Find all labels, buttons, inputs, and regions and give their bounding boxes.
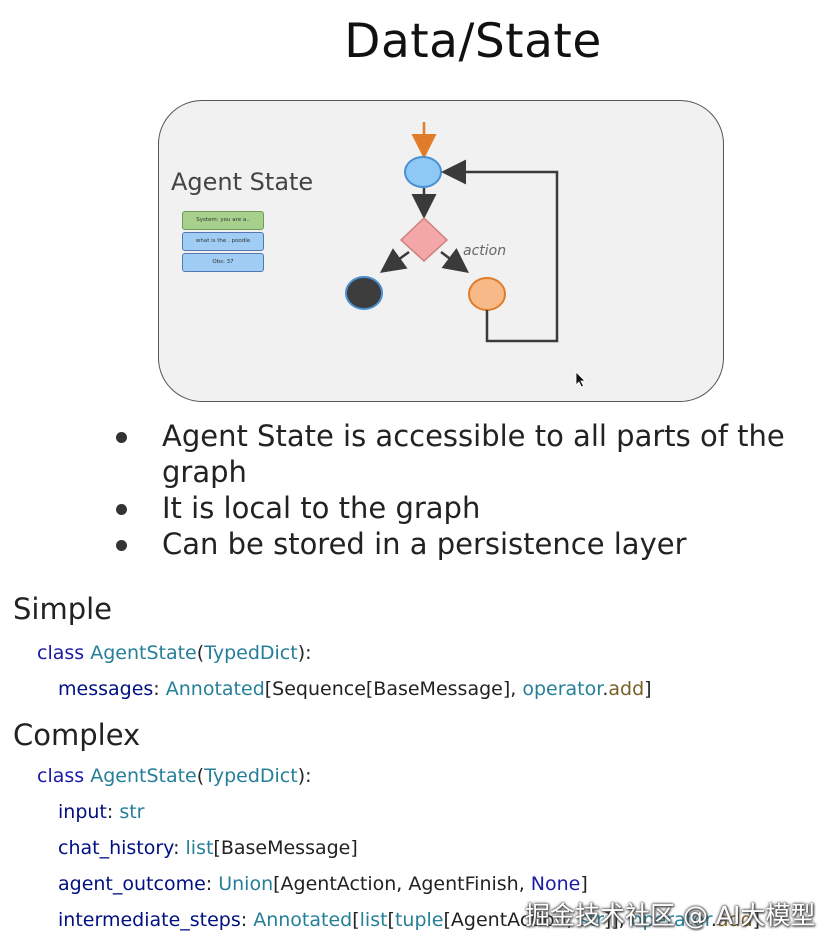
code-punct: ] [580, 873, 588, 895]
code-punct: ( [196, 642, 205, 664]
simple-heading: Simple [13, 592, 113, 626]
action-edge-label: action [463, 243, 507, 259]
agent-state-stack: System: you are a.. what is the . poodle… [182, 211, 264, 274]
action-node [468, 277, 506, 311]
diagram-panel [158, 100, 724, 402]
action-loop-edge [441, 159, 559, 343]
decision-to-end-edge [379, 248, 410, 273]
code-text: [AgentAction, AgentFinish, [273, 873, 531, 895]
keyword: None [530, 873, 581, 895]
code-punct: ): [297, 765, 312, 787]
type-name: str [578, 909, 604, 931]
code-punct: ): [297, 642, 312, 664]
complex-heading: Complex [13, 718, 141, 752]
field-name: agent_outcome [58, 873, 206, 895]
keyword: class [37, 765, 85, 787]
decision-node [399, 216, 449, 263]
watermark: 掘金技术社区 @ AI大模型 [525, 901, 816, 930]
state-card-system: System: you are a.. [182, 211, 264, 230]
class-name: AgentState [90, 642, 197, 664]
function-name: add [608, 678, 645, 700]
state-card-observation: Obs: 37 [182, 253, 264, 272]
type-name: Annotated [253, 909, 353, 931]
state-card-user: what is the . poodle [182, 232, 264, 251]
bullet-dot [116, 504, 127, 515]
code-punct: ( [196, 765, 205, 787]
end-node [345, 276, 383, 310]
bullet-text: Agent State is accessible to all parts o… [162, 419, 785, 489]
code-text: ]], [603, 909, 631, 931]
code-punct: [ [352, 909, 360, 931]
complex-chat-history-line: chat_history: list[BaseMessage] [58, 837, 358, 859]
code-punct: . [602, 678, 609, 700]
complex-intermediate-steps-line: intermediate_steps: Annotated[list[tuple… [58, 909, 760, 931]
function-name: add [716, 909, 753, 931]
complex-input-line: input: str [58, 801, 145, 823]
decision-to-action-edge [440, 248, 469, 273]
bullet-text: It is local to the graph [162, 491, 481, 525]
entry-node [404, 156, 442, 188]
code-punct: [ [387, 909, 395, 931]
bullet-dot [116, 432, 127, 443]
bullet-text: Can be stored in a persistence layer [162, 527, 687, 561]
code-punct: . [710, 909, 717, 931]
code-punct: : [205, 873, 219, 895]
code-text: [AgentAction, [443, 909, 579, 931]
bullet-list: Agent State is accessible to all parts o… [112, 418, 812, 562]
mouse-cursor-icon [575, 371, 586, 388]
bullet-item: Agent State is accessible to all parts o… [112, 418, 812, 490]
bullet-item: Can be stored in a persistence layer [112, 526, 812, 562]
code-text: [Sequence[BaseMessage], [264, 678, 523, 700]
type-name: Annotated [165, 678, 265, 700]
base-class: TypedDict [204, 642, 298, 664]
module-name: operator [630, 909, 711, 931]
module-name: operator [522, 678, 603, 700]
type-name: list [359, 909, 388, 931]
field-name: input [58, 801, 107, 823]
page-title: Data/State [344, 14, 602, 69]
field-name: chat_history [58, 837, 174, 859]
code-punct: : [153, 678, 166, 700]
keyword: class [37, 642, 85, 664]
code-punct: : [173, 837, 186, 859]
bullet-dot [116, 540, 127, 551]
simple-class-line: class AgentState(TypedDict): [37, 642, 312, 664]
bullet-item: It is local to the graph [112, 490, 812, 526]
field-name: messages [58, 678, 154, 700]
base-class: TypedDict [204, 765, 298, 787]
code-punct: ] [644, 678, 652, 700]
complex-agent-outcome-line: agent_outcome: Union[AgentAction, AgentF… [58, 873, 588, 895]
type-name: Union [218, 873, 274, 895]
code-punct: : [106, 801, 120, 823]
field-name: intermediate_steps [58, 909, 241, 931]
complex-class-line: class AgentState(TypedDict): [37, 765, 312, 787]
code-text: [BaseMessage] [213, 837, 358, 859]
code-punct: : [240, 909, 254, 931]
agent-state-label: Agent State [171, 168, 314, 196]
type-name: list [185, 837, 214, 859]
code-punct: ] [752, 909, 761, 931]
type-name: tuple [394, 909, 444, 931]
simple-field-line: messages: Annotated[Sequence[BaseMessage… [58, 678, 652, 700]
class-name: AgentState [90, 765, 197, 787]
type-name: str [119, 801, 145, 823]
